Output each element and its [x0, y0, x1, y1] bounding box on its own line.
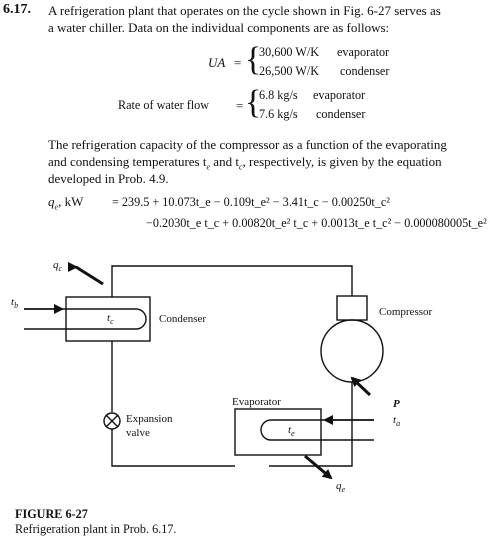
- flow-cond-label: condenser: [316, 107, 366, 121]
- flow-evap-label: evaporator: [313, 88, 366, 102]
- paragraph-line2: and condensing temperatures te and tc, r…: [48, 154, 442, 172]
- qe-heat-arrow: [304, 454, 333, 480]
- compressor-power-arrow: [350, 376, 372, 397]
- ua-evap-value: 30,600 W/K: [259, 45, 320, 59]
- compressor-body: [336, 295, 368, 321]
- equation-lhs: qe, kW: [48, 194, 84, 212]
- flow-label: Rate of water flow: [118, 98, 210, 112]
- evaporator-label: Evaporator: [232, 396, 281, 408]
- condenser-label: Condenser: [159, 313, 207, 325]
- left-line-bottom: [111, 429, 235, 467]
- qc-label: qc: [53, 259, 63, 274]
- ua-equals: =: [234, 55, 242, 70]
- condenser-coil: [24, 308, 147, 330]
- qe-label: qe: [336, 480, 346, 495]
- evaporator-box: [234, 408, 322, 456]
- flow-brace: {: [245, 84, 262, 121]
- right-refrigerant-line: [269, 382, 353, 467]
- equation-line2: −0.2030t_e t_c + 0.00820t_e² t_c + 0.001…: [146, 216, 490, 230]
- tc-label: tc: [107, 312, 114, 327]
- ua-brace: {: [245, 41, 262, 78]
- flow-equals: =: [236, 98, 244, 113]
- tb-label: tb: [11, 296, 19, 311]
- top-refrigerant-line: [111, 265, 353, 297]
- equation-line1: = 239.5 + 10.073t_e − 0.109t_e² − 3.41t_…: [112, 195, 390, 209]
- te-label: te: [288, 424, 295, 439]
- ua-cond-value: 26,500 W/K: [259, 64, 320, 78]
- ua-label: UA: [208, 55, 226, 70]
- compressor-circle: [320, 319, 384, 383]
- flow-evap-value: 6.8 kg/s: [259, 88, 298, 102]
- qc-heat-arrow: [74, 265, 104, 286]
- ta-label: ta: [393, 414, 401, 429]
- paragraph-line3: developed in Prob. 4.9.: [48, 171, 169, 186]
- expansion-valve-label-2: valve: [126, 427, 150, 439]
- power-P-label: P: [393, 398, 400, 410]
- evaporator-coil: [260, 419, 374, 441]
- expansion-valve-cross: [105, 414, 119, 428]
- ua-cond-label: condenser: [340, 64, 390, 78]
- figure-caption: Refrigeration plant in Prob. 6.17.: [15, 522, 177, 536]
- problem-number: 6.17.: [3, 2, 31, 17]
- problem-intro-line2: a water chiller. Data on the individual …: [48, 20, 390, 35]
- compressor-label: Compressor: [379, 306, 433, 318]
- problem-intro-line1: A refrigeration plant that operates on t…: [48, 3, 441, 18]
- ua-evap-label: evaporator: [337, 45, 390, 59]
- condenser-box: [65, 296, 151, 342]
- figure-label: FIGURE 6-27: [15, 507, 88, 521]
- flow-cond-value: 7.6 kg/s: [259, 107, 298, 121]
- paragraph-line1: The refrigeration capacity of the compre…: [48, 137, 447, 152]
- expansion-valve-label-1: Expansion: [126, 413, 173, 425]
